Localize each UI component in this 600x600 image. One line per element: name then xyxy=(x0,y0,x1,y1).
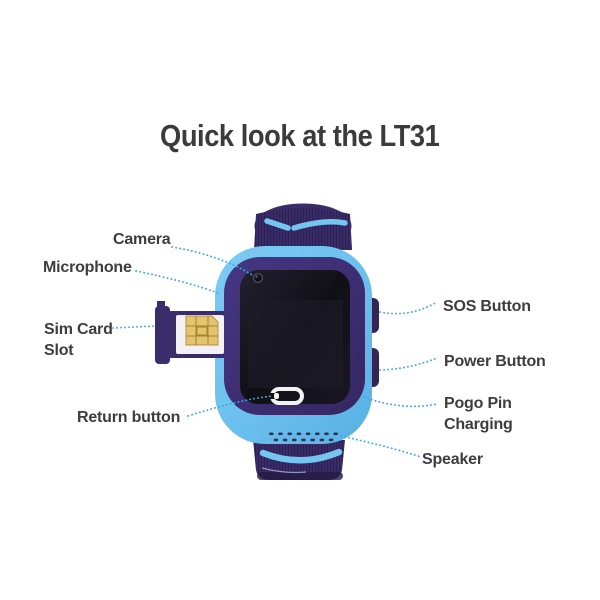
bottom-strap-stitch xyxy=(261,467,307,474)
pogo-pin-charging-label: Pogo Pin Charging xyxy=(444,393,513,435)
sim-card-contacts xyxy=(186,316,218,345)
power-button-leader-line xyxy=(379,357,438,371)
pogo-pin-leader-line xyxy=(363,396,438,408)
return-button-label: Return button xyxy=(77,409,181,426)
top-strap-swoosh xyxy=(291,219,348,231)
watch xyxy=(155,203,379,480)
bottom-strap-swoosh xyxy=(259,448,343,464)
pogo-pin-charging-label-line2: Charging xyxy=(444,416,513,433)
sim-card-leader-line xyxy=(112,325,157,329)
page-title: Quick look at the LT31 xyxy=(160,118,440,153)
leader-lines xyxy=(112,246,438,458)
return-button-leader-line xyxy=(187,395,273,417)
return-icon xyxy=(269,387,304,405)
sim-card xyxy=(185,315,219,346)
sim-card-tray xyxy=(155,301,234,364)
top-strap xyxy=(254,208,352,250)
speaker-leader-line xyxy=(340,435,422,458)
bottom-strap-shadow xyxy=(257,472,343,480)
microphone-label: Microphone xyxy=(43,259,132,276)
screen-inner-panel xyxy=(248,300,343,388)
sim-card-slot-label-line2: Slot xyxy=(44,342,74,359)
sim-tray-tab xyxy=(157,301,165,309)
microphone-leader-line xyxy=(135,270,219,294)
sos-button-label: SOS Button xyxy=(443,298,531,315)
top-strap-chevron xyxy=(264,218,291,231)
camera-leader-line xyxy=(171,246,255,277)
sim-card-slot-label-line1: Sim Card xyxy=(44,321,113,338)
pogo-pin-charging-label-line1: Pogo Pin xyxy=(444,395,512,412)
power-button-label: Power Button xyxy=(444,353,546,370)
camera-label: Camera xyxy=(113,231,171,248)
sim-card-slot-label: Sim Card Slot xyxy=(44,319,113,361)
camera-lens xyxy=(252,272,264,284)
sim-tray-cap xyxy=(155,306,170,364)
speaker-grill xyxy=(269,432,338,442)
sos-button-leader-line xyxy=(379,301,438,315)
speaker-label: Speaker xyxy=(422,451,483,468)
